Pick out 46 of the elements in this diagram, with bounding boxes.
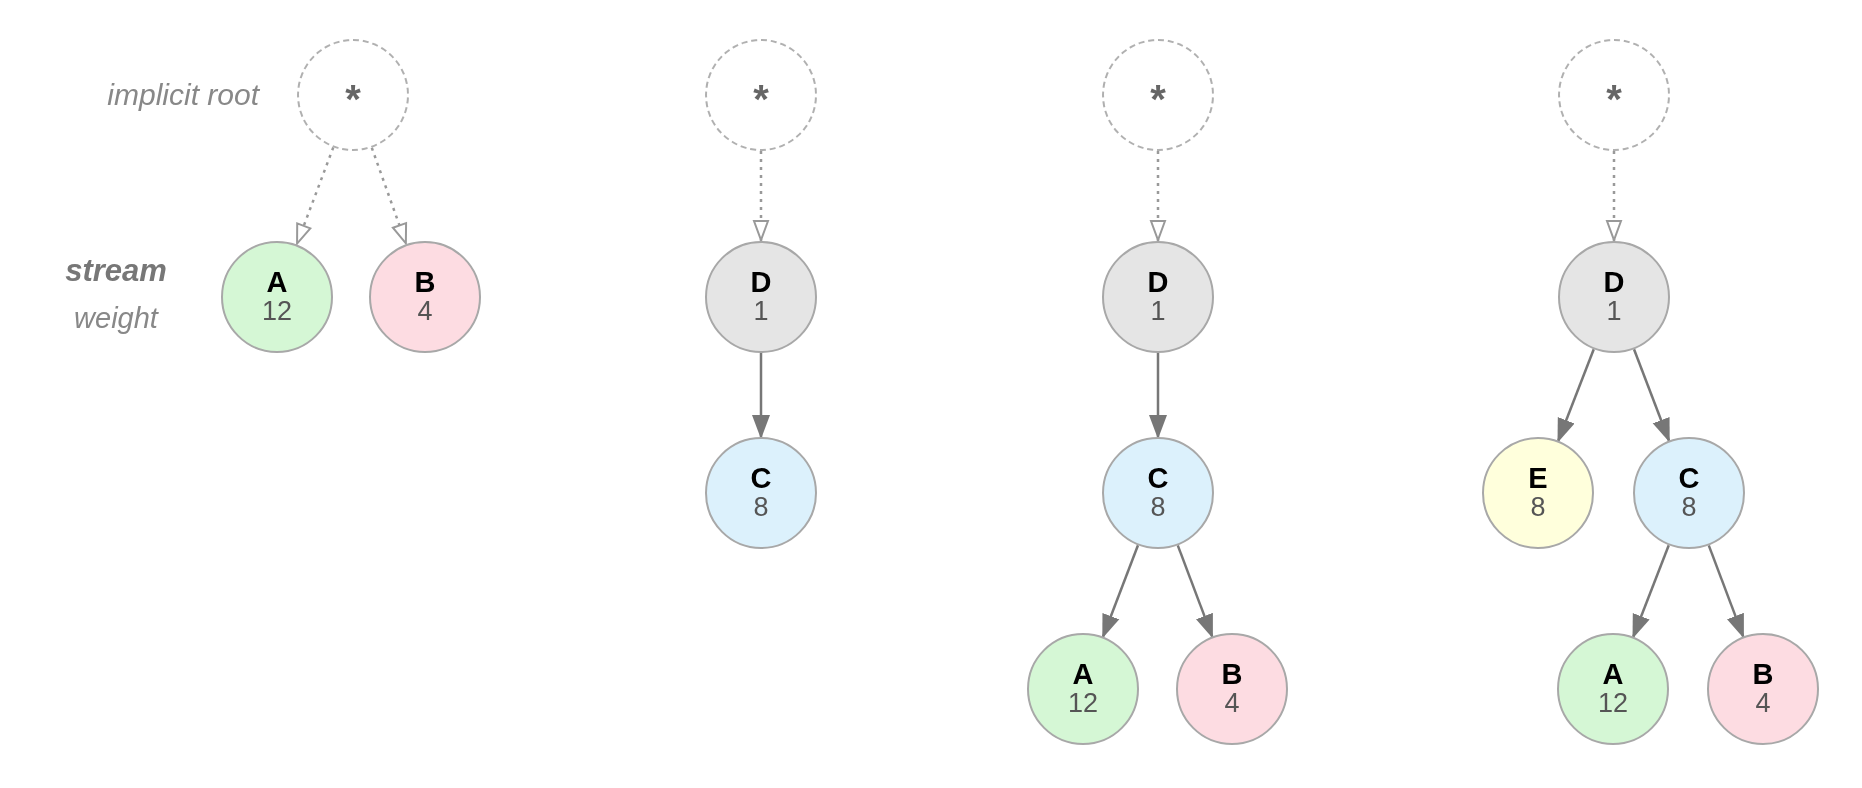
stream-weight: 12 (1597, 689, 1628, 720)
stream-weight: 8 (1681, 493, 1697, 524)
stream-name: C (750, 462, 772, 494)
arrow (1632, 348, 1671, 443)
node-caption: implicit root (107, 78, 259, 112)
root-symbol: * (1606, 79, 1622, 119)
stream-weight: 1 (1606, 297, 1622, 328)
arrow (753, 151, 769, 241)
stream-weight: 8 (1530, 493, 1546, 524)
stream-weight: 4 (1224, 689, 1240, 720)
key-stream-text: stream (65, 253, 167, 289)
arrow (752, 353, 770, 439)
root-symbol: * (753, 79, 769, 119)
root-symbol: * (1150, 79, 1166, 119)
stream-weight: 4 (1755, 689, 1771, 720)
arrow (370, 147, 408, 245)
stream-name: D (750, 266, 772, 298)
stream-name: A (1072, 658, 1094, 690)
arrow (1149, 353, 1167, 439)
root-symbol: * (345, 79, 361, 119)
stream-name: A (1602, 658, 1624, 690)
stream-weight: 12 (1067, 689, 1098, 720)
arrow (295, 146, 335, 246)
stream-name: A (266, 266, 288, 298)
arrow (1176, 544, 1214, 639)
stream-weight: 1 (1150, 297, 1166, 328)
arrow (1150, 151, 1166, 241)
key-weight-text: weight (74, 301, 158, 335)
stream-name: D (1603, 266, 1625, 298)
arrow (1707, 544, 1745, 639)
stream-weight: 1 (753, 297, 769, 328)
arrow (1632, 544, 1670, 639)
stream-weight: 8 (1150, 493, 1166, 524)
stream-weight: 8 (753, 493, 769, 524)
stream-name: D (1147, 266, 1169, 298)
arrow (1101, 544, 1140, 639)
stream-weight: 4 (417, 297, 433, 328)
arrow (1557, 348, 1595, 443)
stream-name: C (1678, 462, 1700, 494)
stream-weight: 12 (261, 297, 292, 328)
stream-name: B (414, 266, 436, 298)
arrow (1606, 151, 1622, 241)
stream-name: B (1221, 658, 1243, 690)
stream-name: C (1147, 462, 1169, 494)
stream-name: E (1528, 462, 1548, 494)
stream-name: B (1752, 658, 1774, 690)
